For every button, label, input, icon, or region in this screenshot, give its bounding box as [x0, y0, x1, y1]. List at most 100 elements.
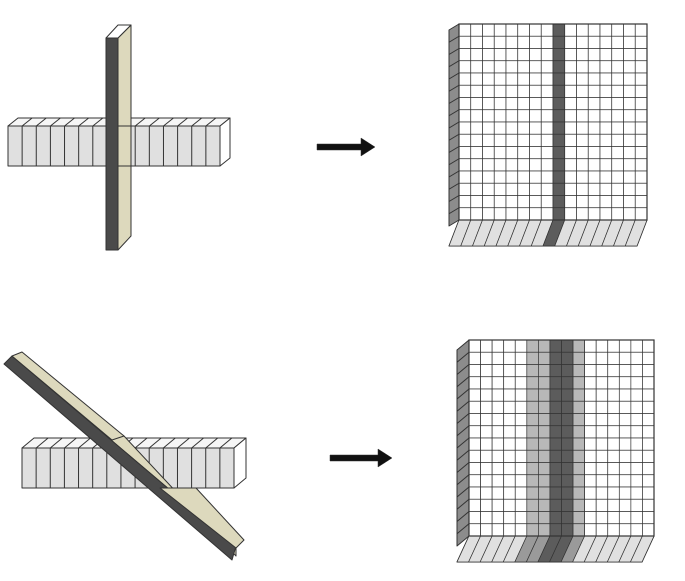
grid-cell [538, 474, 551, 488]
block-side-line [456, 413, 470, 424]
block-side-line [448, 170, 460, 178]
grid-cell [514, 339, 528, 353]
grid-cell [468, 351, 481, 365]
grid-cell [618, 400, 632, 414]
grid-cell [552, 158, 566, 172]
grid-cell [549, 437, 562, 451]
grid-cell [630, 437, 643, 451]
grid-cell [587, 35, 601, 49]
grid-cell [503, 498, 516, 512]
grid-cell [468, 388, 481, 402]
grid-cell [529, 48, 542, 62]
grid-cell [526, 413, 539, 427]
grid-cell [595, 425, 609, 439]
grid-cell [584, 351, 597, 365]
grid-cell [564, 97, 577, 111]
grid-cell [470, 133, 483, 147]
grid-cell [517, 48, 530, 62]
grid-cell [576, 133, 589, 147]
grid-cell [540, 121, 554, 135]
grid-cell [599, 109, 613, 123]
grid-cell [576, 97, 589, 111]
grid-cell [634, 23, 648, 37]
grid-cell [503, 462, 516, 476]
grid-cell [561, 462, 574, 476]
block-side-line [448, 60, 460, 68]
grid-cell [480, 425, 493, 439]
grid-cell [503, 351, 516, 365]
grid-cell [618, 511, 632, 525]
grid-cell [595, 351, 609, 365]
grid-cell [611, 170, 624, 184]
block-side-line [456, 498, 470, 510]
grid-cell [599, 146, 613, 160]
grid-cell [572, 400, 585, 414]
grid-cell [529, 146, 542, 160]
arrow-shape [329, 448, 393, 468]
grid-cell [540, 195, 554, 209]
grid-cell [480, 437, 493, 451]
grid-cell [552, 133, 566, 147]
grid-cell [549, 376, 562, 390]
grid-cell [634, 170, 648, 184]
grid-cell [584, 486, 597, 500]
grid-cell [514, 413, 528, 427]
grid-cell [526, 511, 539, 525]
grid-cell [576, 48, 589, 62]
grid-cell [540, 109, 554, 123]
grid-cell [517, 170, 530, 184]
slab-top-line [92, 117, 104, 127]
grid-cell [634, 35, 648, 49]
grid-cell [611, 48, 624, 62]
grid-cell [561, 364, 574, 378]
grid-cell [458, 195, 472, 209]
grid-cell [607, 388, 620, 402]
grid-cell [576, 35, 589, 49]
grid-cell [514, 425, 528, 439]
grid-cell [491, 364, 505, 378]
grid-cell [517, 182, 530, 196]
grid-cell [503, 425, 516, 439]
grid-cell [493, 158, 507, 172]
grid-cell [561, 339, 574, 353]
grid-cell [538, 425, 551, 439]
slab-top-line [177, 117, 188, 127]
grid-cell [538, 462, 551, 476]
grid-cell [517, 109, 530, 123]
grid-cell [623, 133, 636, 147]
grid-cell [540, 133, 554, 147]
grid-cell [468, 376, 481, 390]
grid-cell [595, 474, 609, 488]
grid-cell [468, 400, 481, 414]
grid-cell [552, 60, 566, 74]
grid-cell [618, 413, 632, 427]
grid-cell [618, 486, 632, 500]
grid-cell [607, 400, 620, 414]
grid-cell [503, 449, 516, 463]
grid-cell [517, 195, 530, 209]
grid-cell [599, 170, 613, 184]
grid-cell [572, 523, 585, 537]
grid-cell [491, 498, 505, 512]
plate-side [105, 37, 119, 251]
grid-cell [634, 158, 648, 172]
grid-cell [549, 511, 562, 525]
grid-cell [572, 498, 585, 512]
grid-cell [623, 48, 636, 62]
grid-cell [468, 425, 481, 439]
grid-cell [458, 207, 472, 221]
grid-cell [458, 60, 472, 74]
grid-cell [576, 84, 589, 98]
grid-cell [595, 437, 609, 451]
grid-cell [623, 60, 636, 74]
grid-cell [482, 121, 495, 135]
grid-cell [526, 351, 539, 365]
grid-cell [618, 474, 632, 488]
grid-cell [468, 474, 481, 488]
grid-cell [491, 388, 505, 402]
grid-cell [540, 146, 554, 160]
grid-cell [458, 97, 472, 111]
grid-cell [514, 437, 528, 451]
grid-cell [623, 23, 636, 37]
grid-cell [529, 121, 542, 135]
